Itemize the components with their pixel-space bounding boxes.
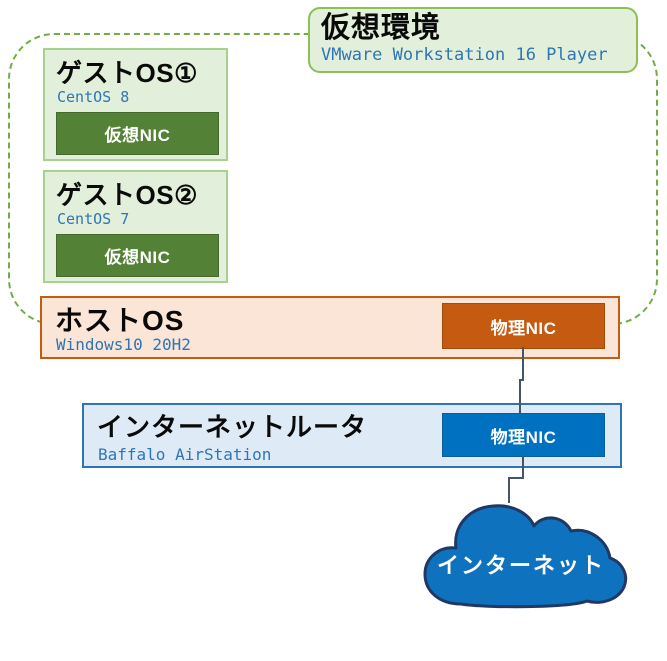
internet-router-model: Baffalo AirStation <box>98 445 272 464</box>
guest-os-1-box: ゲストOS① CentOS 8 仮想NIC <box>43 48 228 161</box>
host-physical-nic: 物理NIC <box>442 303 605 349</box>
virtual-environment-label: 仮想環境 VMware Workstation 16 Player <box>308 7 638 73</box>
internet-router-box: インターネットルータ Baffalo AirStation 物理NIC <box>82 403 622 468</box>
guest-os-1-title: ゲストOS① <box>56 58 198 88</box>
internet-cloud: インターネット <box>423 500 633 615</box>
guest-os-2-os-name: CentOS 7 <box>57 210 130 228</box>
guest-os-1-virtual-nic: 仮想NIC <box>56 112 219 155</box>
virtual-environment-title: 仮想環境 <box>321 12 442 44</box>
cloud-icon <box>423 504 628 609</box>
virtual-environment-subtitle: VMware Workstation 16 Player <box>321 45 608 65</box>
guest-os-2-title: ゲストOS② <box>56 180 198 210</box>
internet-cloud-label: インターネット <box>436 553 605 578</box>
internet-router-title: インターネットルータ <box>97 412 368 442</box>
host-os-name: Windows10 20H2 <box>56 335 191 354</box>
host-os-box: ホストOS Windows10 20H2 物理NIC <box>40 296 620 359</box>
guest-os-2-box: ゲストOS② CentOS 7 仮想NIC <box>43 170 228 283</box>
guest-os-1-os-name: CentOS 8 <box>57 88 130 106</box>
guest-os-2-virtual-nic: 仮想NIC <box>56 234 219 277</box>
host-os-title: ホストOS <box>55 305 185 336</box>
router-physical-nic: 物理NIC <box>442 413 605 457</box>
